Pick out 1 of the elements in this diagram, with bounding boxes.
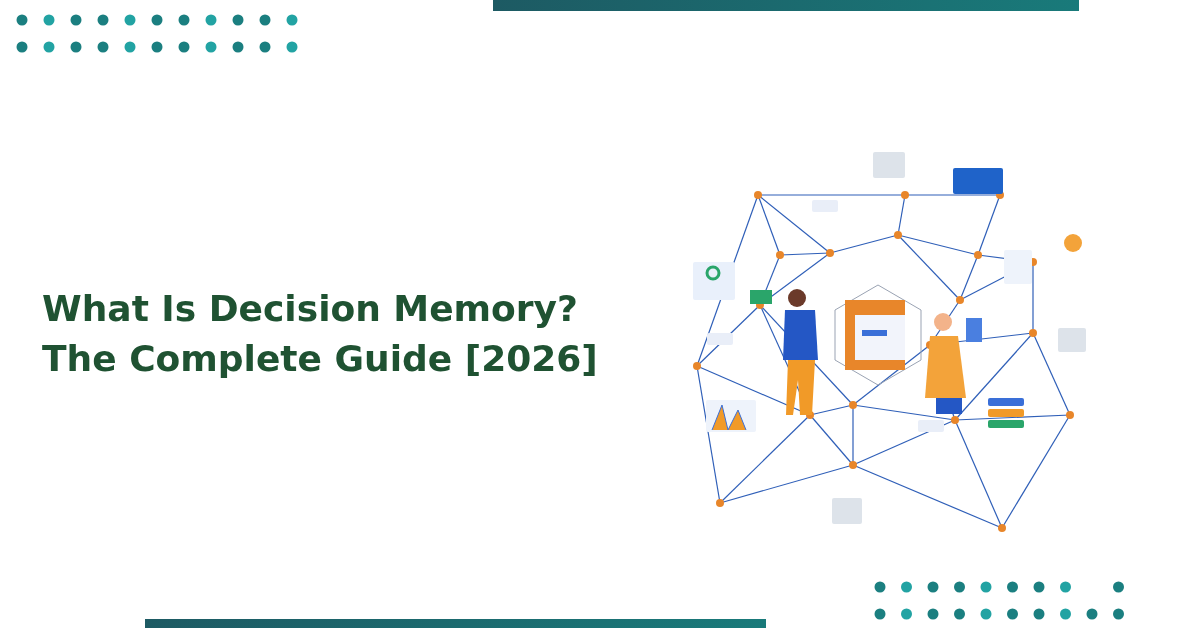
page-title: What Is Decision Memory? The Complete Guide [2026]	[42, 287, 599, 381]
